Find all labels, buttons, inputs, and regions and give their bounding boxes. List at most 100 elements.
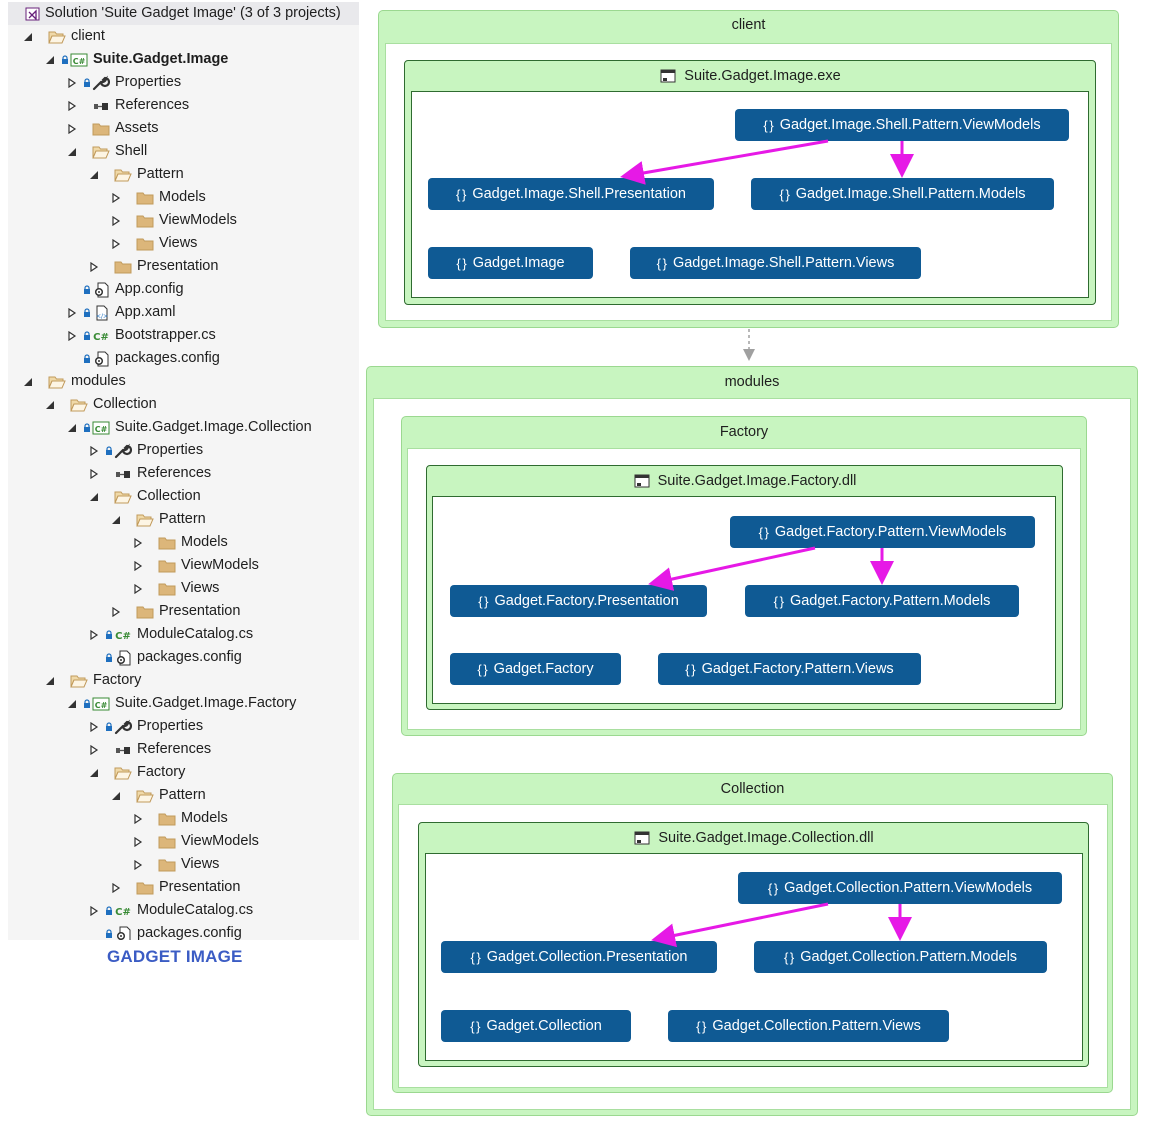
tree-item[interactable]: modules xyxy=(8,370,359,393)
tree-item[interactable]: client xyxy=(8,25,359,48)
tree-item[interactable]: References xyxy=(8,738,359,761)
namespace-node[interactable]: { }Gadget.Collection.Pattern.ViewModels xyxy=(738,872,1062,904)
expand-arrow-icon[interactable] xyxy=(110,882,122,894)
tree-item[interactable]: Shell xyxy=(8,140,359,163)
solution-root-row[interactable]: Solution 'Suite Gadget Image' (3 of 3 pr… xyxy=(8,2,359,25)
tree-item[interactable]: C#ModuleCatalog.cs xyxy=(8,623,359,646)
collapse-arrow-icon[interactable] xyxy=(66,422,78,434)
namespace-node[interactable]: { }Gadget.Image.Shell.Pattern.Models xyxy=(751,178,1054,210)
tree-item[interactable]: Pattern xyxy=(8,163,359,186)
collapse-arrow-icon[interactable] xyxy=(88,491,100,503)
expand-arrow-icon[interactable] xyxy=(132,560,144,572)
expand-arrow-icon[interactable] xyxy=(132,813,144,825)
tree-item[interactable]: </>App.xaml xyxy=(8,301,359,324)
tree-item[interactable]: References xyxy=(8,462,359,485)
expand-arrow-icon[interactable] xyxy=(88,468,100,480)
namespace-node[interactable]: { }Gadget.Factory.Pattern.ViewModels xyxy=(730,516,1035,548)
expand-arrow-icon[interactable] xyxy=(88,629,100,641)
tree-item[interactable]: Factory xyxy=(8,669,359,692)
expand-arrow-icon[interactable] xyxy=(66,100,78,112)
tree-item[interactable]: References xyxy=(8,94,359,117)
collapse-arrow-icon[interactable] xyxy=(88,767,100,779)
expand-arrow-icon[interactable] xyxy=(66,123,78,135)
tree-item[interactable]: Properties xyxy=(8,439,359,462)
tree-item[interactable]: packages.config xyxy=(8,646,359,669)
tree-item[interactable]: Pattern xyxy=(8,784,359,807)
tree-item[interactable]: Pattern xyxy=(8,508,359,531)
tree-item[interactable]: Assets xyxy=(8,117,359,140)
namespace-node[interactable]: { }Gadget.Image.Shell.Pattern.ViewModels xyxy=(735,109,1069,141)
tree-item[interactable]: C#Suite.Gadget.Image.Factory xyxy=(8,692,359,715)
expand-arrow-icon[interactable] xyxy=(88,261,100,273)
collapse-arrow-icon[interactable] xyxy=(88,169,100,181)
tree-item-label: ModuleCatalog.cs xyxy=(137,626,254,642)
collapse-arrow-icon[interactable] xyxy=(44,675,56,687)
namespace-node[interactable]: { }Gadget.Collection.Pattern.Views xyxy=(668,1010,949,1042)
tree-item[interactable]: C#Suite.Gadget.Image.Collection xyxy=(8,416,359,439)
collapse-arrow-icon[interactable] xyxy=(110,514,122,526)
tree-item[interactable]: Properties xyxy=(8,71,359,94)
namespace-node[interactable]: { }Gadget.Collection.Presentation xyxy=(441,941,717,973)
collapse-arrow-icon[interactable] xyxy=(44,399,56,411)
group-collection[interactable]: Collection Suite.Gadget.Image.Collection… xyxy=(392,773,1113,1093)
collapse-arrow-icon[interactable] xyxy=(22,376,34,388)
group-modules[interactable]: modules Factory Suite.Gadget.Image.Facto… xyxy=(366,366,1138,1116)
namespace-node[interactable]: { }Gadget.Factory.Pattern.Models xyxy=(745,585,1019,617)
tree-item[interactable]: C#ModuleCatalog.cs xyxy=(8,899,359,922)
tree-item[interactable]: Collection xyxy=(8,485,359,508)
expand-arrow-icon[interactable] xyxy=(132,583,144,595)
collapse-arrow-icon[interactable] xyxy=(44,54,56,66)
group-client[interactable]: client Suite.Gadget.Image.exe xyxy=(378,10,1119,328)
tree-item[interactable]: C#Bootstrapper.cs xyxy=(8,324,359,347)
collapse-arrow-icon[interactable] xyxy=(66,146,78,158)
expand-arrow-icon[interactable] xyxy=(132,859,144,871)
namespace-label: Gadget.Collection.Pattern.Views xyxy=(712,1018,921,1034)
expand-arrow-icon[interactable] xyxy=(88,744,100,756)
namespace-node[interactable]: { }Gadget.Image.Shell.Presentation xyxy=(428,178,714,210)
tree-item[interactable]: packages.config xyxy=(8,922,359,940)
tree-item[interactable]: Properties xyxy=(8,715,359,738)
expand-arrow-icon[interactable] xyxy=(110,215,122,227)
namespace-node[interactable]: { }Gadget.Factory.Pattern.Views xyxy=(658,653,921,685)
folder-open-icon xyxy=(136,512,154,528)
tree-item[interactable]: App.config xyxy=(8,278,359,301)
expand-arrow-icon[interactable] xyxy=(66,330,78,342)
expand-arrow-icon[interactable] xyxy=(88,721,100,733)
tree-item[interactable]: Collection xyxy=(8,393,359,416)
expand-arrow-icon[interactable] xyxy=(88,445,100,457)
collapse-arrow-icon[interactable] xyxy=(110,790,122,802)
namespace-node[interactable]: { }Gadget.Image xyxy=(428,247,593,279)
tree-item[interactable]: Views xyxy=(8,232,359,255)
tree-item[interactable]: ViewModels xyxy=(8,554,359,577)
namespace-node[interactable]: { }Gadget.Collection.Pattern.Models xyxy=(754,941,1047,973)
namespace-node[interactable]: { }Gadget.Collection xyxy=(441,1010,631,1042)
tree-item[interactable]: C#Suite.Gadget.Image xyxy=(8,48,359,71)
expand-arrow-icon[interactable] xyxy=(132,537,144,549)
svg-text:C#: C# xyxy=(73,57,86,66)
namespace-node[interactable]: { }Gadget.Factory xyxy=(450,653,621,685)
collapse-arrow-icon[interactable] xyxy=(66,698,78,710)
tree-item[interactable]: Views xyxy=(8,853,359,876)
tree-item[interactable]: Views xyxy=(8,577,359,600)
tree-item[interactable]: Models xyxy=(8,807,359,830)
expand-arrow-icon[interactable] xyxy=(132,836,144,848)
collapse-arrow-icon[interactable] xyxy=(22,31,34,43)
expand-arrow-icon[interactable] xyxy=(110,606,122,618)
tree-item[interactable]: packages.config xyxy=(8,347,359,370)
tree-item[interactable]: Presentation xyxy=(8,876,359,899)
tree-item[interactable]: Presentation xyxy=(8,600,359,623)
namespace-node[interactable]: { }Gadget.Factory.Presentation xyxy=(450,585,707,617)
tree-item[interactable]: Factory xyxy=(8,761,359,784)
expand-arrow-icon[interactable] xyxy=(66,307,78,319)
tree-item[interactable]: Models xyxy=(8,186,359,209)
tree-item[interactable]: Presentation xyxy=(8,255,359,278)
tree-item[interactable]: ViewModels xyxy=(8,209,359,232)
tree-item[interactable]: ViewModels xyxy=(8,830,359,853)
expand-arrow-icon[interactable] xyxy=(88,905,100,917)
namespace-node[interactable]: { }Gadget.Image.Shell.Pattern.Views xyxy=(630,247,921,279)
expand-arrow-icon[interactable] xyxy=(110,238,122,250)
tree-item[interactable]: Models xyxy=(8,531,359,554)
expand-arrow-icon[interactable] xyxy=(66,77,78,89)
group-factory[interactable]: Factory Suite.Gadget.Image.Factory.dll xyxy=(401,416,1087,736)
expand-arrow-icon[interactable] xyxy=(110,192,122,204)
